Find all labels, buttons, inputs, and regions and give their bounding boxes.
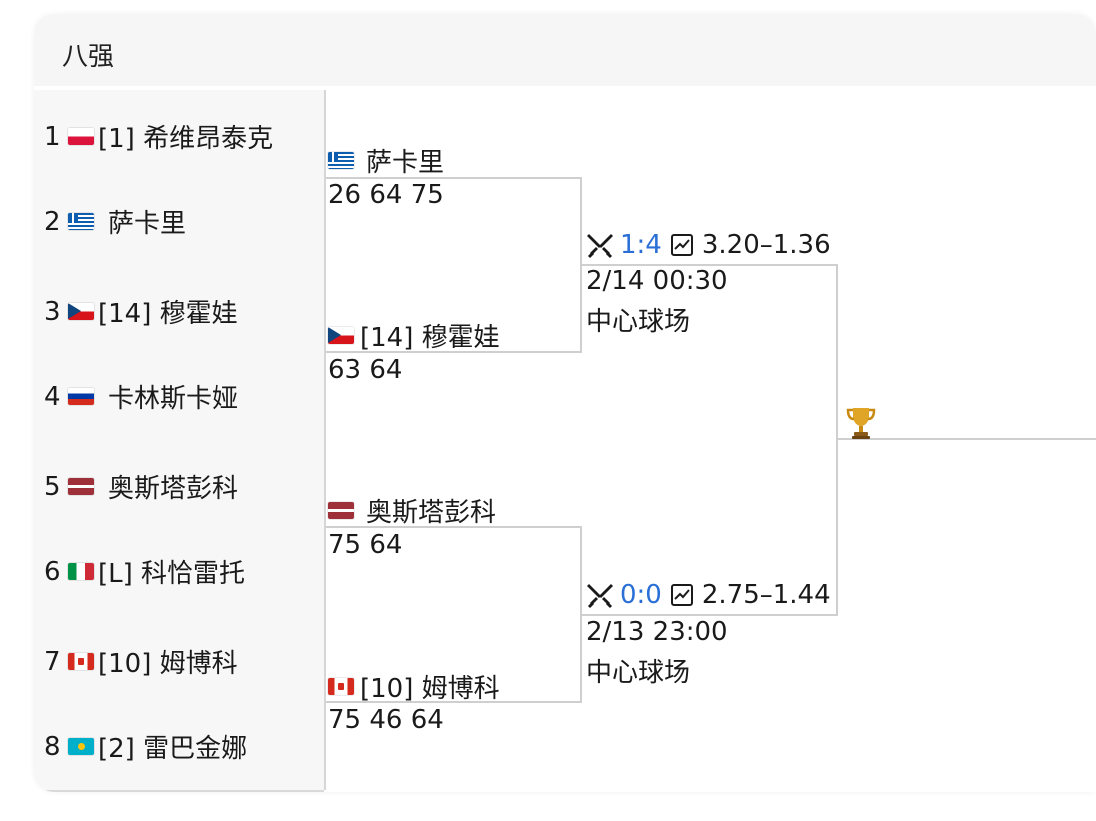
player-name: 奥斯塔彭科 bbox=[366, 498, 497, 528]
bracket-line bbox=[326, 701, 582, 703]
latvia-flag-icon bbox=[68, 478, 94, 495]
latvia-flag-icon bbox=[328, 502, 354, 519]
odds-text: 3.20–1.36 bbox=[701, 230, 831, 260]
player-name: [L] 科恰雷托 bbox=[98, 559, 246, 589]
match-score: 26 64 75 bbox=[328, 180, 444, 210]
player-name: [2] 雷巴金娜 bbox=[98, 734, 248, 764]
poland-flag-icon bbox=[68, 128, 94, 145]
seed-number: 2 bbox=[44, 206, 61, 237]
bracket-line bbox=[326, 351, 582, 353]
match-time: 2/13 23:00 bbox=[586, 617, 728, 647]
canada-flag-icon bbox=[68, 653, 94, 670]
bracket-line bbox=[836, 264, 838, 616]
quarterfinal-column: 1 [1] 希维昂泰克 2 萨卡里 3 [14] 穆霍娃 4 卡林斯卡娅 bbox=[34, 90, 326, 792]
advancing-player[interactable]: [10] 姆博科 bbox=[328, 668, 500, 705]
seed-number: 1 bbox=[44, 121, 61, 152]
player-name: 萨卡里 bbox=[108, 209, 187, 239]
kazakhstan-flag-icon bbox=[68, 738, 94, 755]
bracket-line bbox=[580, 177, 582, 353]
player-entry[interactable]: 4 卡林斯卡娅 bbox=[44, 378, 238, 415]
match-time: 2/14 00:30 bbox=[586, 266, 728, 296]
match-pair[interactable]: 5 奥斯塔彭科 6 [L] 科恰雷托 bbox=[34, 440, 324, 617]
semifinal-meta[interactable]: 1:4 3.20–1.36 bbox=[586, 230, 831, 260]
czech-flag-icon bbox=[328, 327, 354, 344]
seed-number: 6 bbox=[44, 556, 61, 587]
bracket-line bbox=[838, 438, 1096, 440]
advancing-player[interactable]: 奥斯塔彭科 bbox=[328, 492, 496, 529]
match-pair[interactable]: 1 [1] 希维昂泰克 2 萨卡里 bbox=[34, 90, 324, 267]
chart-icon[interactable] bbox=[670, 233, 694, 257]
round-title: 八强 bbox=[62, 42, 115, 72]
seed-number: 8 bbox=[44, 731, 61, 762]
czech-flag-icon bbox=[68, 303, 94, 320]
semifinal-meta[interactable]: 0:0 2.75–1.44 bbox=[586, 580, 831, 610]
round-header: 八强 bbox=[34, 14, 1096, 86]
player-name: 萨卡里 bbox=[366, 148, 445, 178]
odds-text: 2.75–1.44 bbox=[701, 580, 831, 610]
player-entry[interactable]: 8 [2] 雷巴金娜 bbox=[44, 728, 247, 765]
player-entry[interactable]: 6 [L] 科恰雷托 bbox=[44, 553, 245, 590]
bracket-line bbox=[582, 614, 838, 616]
italy-flag-icon bbox=[68, 563, 94, 580]
greece-flag-icon bbox=[68, 213, 94, 230]
match-score: 75 64 bbox=[328, 530, 403, 560]
match-score: 63 64 bbox=[328, 355, 403, 385]
greece-flag-icon bbox=[328, 152, 354, 169]
advancing-player[interactable]: 萨卡里 bbox=[328, 142, 444, 179]
player-entry[interactable]: 7 [10] 姆博科 bbox=[44, 643, 238, 680]
match-pair[interactable]: 3 [14] 穆霍娃 4 卡林斯卡娅 bbox=[34, 265, 324, 442]
player-entry[interactable]: 2 萨卡里 bbox=[44, 203, 186, 240]
seed-number: 7 bbox=[44, 646, 61, 677]
player-name: 奥斯塔彭科 bbox=[108, 474, 239, 504]
seed-number: 3 bbox=[44, 296, 61, 327]
player-name: [14] 穆霍娃 bbox=[98, 299, 238, 329]
crossed-swords-icon bbox=[587, 234, 613, 259]
player-name: [1] 希维昂泰克 bbox=[98, 124, 274, 154]
crossed-swords-icon bbox=[587, 584, 613, 609]
chart-icon[interactable] bbox=[670, 583, 694, 607]
advancing-player[interactable]: [14] 穆霍娃 bbox=[328, 317, 500, 354]
canada-flag-icon bbox=[328, 678, 354, 695]
player-name: [10] 姆博科 bbox=[98, 649, 238, 679]
bracket-line bbox=[582, 264, 838, 266]
player-name: [14] 穆霍娃 bbox=[360, 323, 500, 353]
seed-number: 5 bbox=[44, 471, 61, 502]
head-to-head-link[interactable]: 0:0 bbox=[620, 580, 662, 610]
player-entry[interactable]: 5 奥斯塔彭科 bbox=[44, 468, 238, 505]
seed-number: 4 bbox=[44, 381, 61, 412]
player-entry[interactable]: 1 [1] 希维昂泰克 bbox=[44, 118, 273, 155]
russia-flag-icon bbox=[68, 388, 94, 405]
player-entry[interactable]: 3 [14] 穆霍娃 bbox=[44, 293, 238, 330]
bracket-line bbox=[326, 526, 582, 528]
bracket-card: 八强 1 [1] 希维昂泰克 2 萨卡里 3 [14] 穆霍娃 4 bbox=[34, 14, 1096, 792]
match-score: 75 46 64 bbox=[328, 705, 444, 735]
trophy-icon bbox=[846, 408, 876, 439]
head-to-head-link[interactable]: 1:4 bbox=[620, 230, 662, 260]
bracket-line bbox=[326, 177, 582, 179]
player-name: 卡林斯卡娅 bbox=[108, 384, 239, 414]
bracket-line bbox=[580, 526, 582, 703]
player-name: [10] 姆博科 bbox=[360, 674, 500, 704]
match-venue: 中心球场 bbox=[586, 307, 691, 337]
match-pair[interactable]: 7 [10] 姆博科 8 [2] 雷巴金娜 bbox=[34, 615, 324, 792]
match-venue: 中心球场 bbox=[586, 658, 691, 688]
